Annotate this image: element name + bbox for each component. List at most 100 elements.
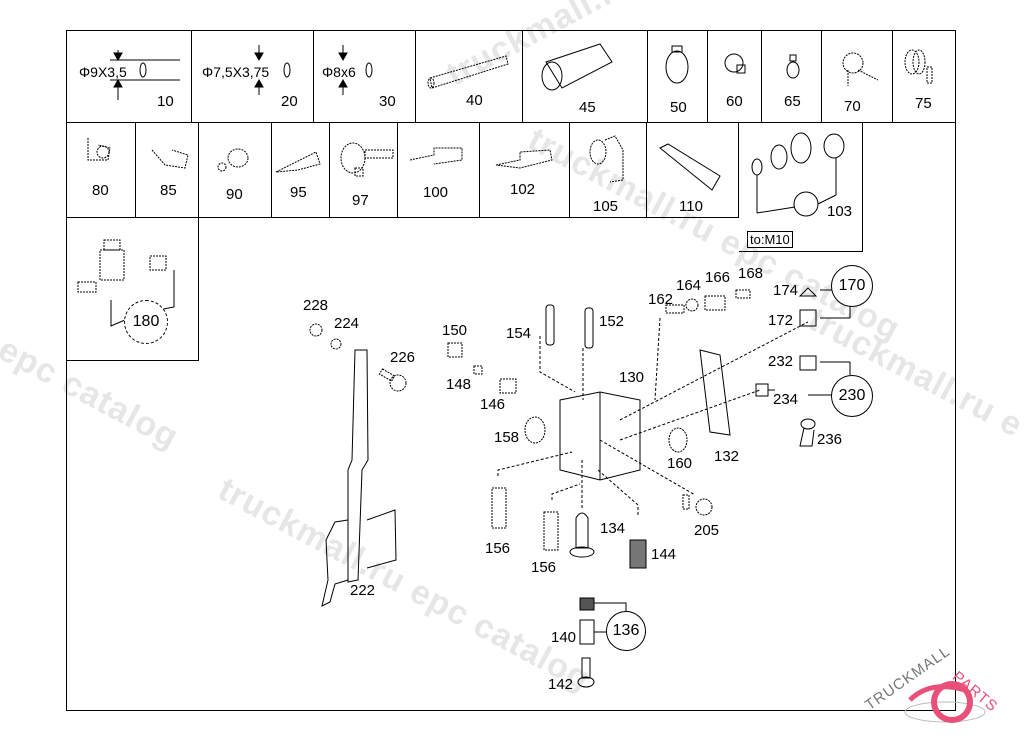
sleeve-icon bbox=[541, 43, 613, 91]
part-cell-40[interactable]: 40 bbox=[416, 30, 523, 123]
part-number: 70 bbox=[844, 98, 861, 115]
part-label[interactable]: 222 bbox=[350, 582, 376, 599]
part-label[interactable]: 140 bbox=[551, 629, 577, 646]
connector-icon bbox=[340, 142, 394, 177]
tube-icon bbox=[659, 143, 721, 191]
clip-icon bbox=[724, 53, 746, 74]
part-label[interactable]: 205 bbox=[694, 522, 720, 539]
part-number: 102 bbox=[510, 181, 536, 198]
bolt-icon bbox=[682, 494, 713, 516]
part-cell-97[interactable]: 97 bbox=[330, 123, 398, 218]
part-label[interactable]: 134 bbox=[600, 520, 626, 537]
spec-label: Φ8x6 bbox=[322, 64, 356, 80]
tube-icon bbox=[427, 55, 509, 89]
part-label[interactable]: 164 bbox=[676, 277, 702, 294]
part-number: 50 bbox=[670, 99, 687, 116]
part-number: 20 bbox=[281, 93, 298, 110]
gasket-icon bbox=[699, 349, 731, 436]
part-cell-110[interactable]: 110 bbox=[647, 123, 739, 218]
part-label[interactable]: 166 bbox=[705, 269, 731, 286]
part-label[interactable]: 152 bbox=[599, 313, 625, 330]
part-label[interactable]: 144 bbox=[651, 546, 677, 563]
fitting-icon bbox=[665, 289, 751, 314]
nut-icon bbox=[447, 342, 517, 394]
part-cell-95[interactable]: 95 bbox=[272, 123, 330, 218]
clamp-icon bbox=[665, 45, 689, 84]
connector-icon bbox=[495, 149, 553, 169]
part-label[interactable]: 162 bbox=[648, 291, 674, 308]
part-cell-80[interactable]: 80 bbox=[66, 123, 136, 218]
part-label[interactable]: 174 bbox=[773, 282, 799, 299]
part-cell-180[interactable] bbox=[66, 218, 199, 361]
part-label[interactable]: 146 bbox=[480, 396, 506, 413]
brand-logo bbox=[904, 681, 986, 723]
part-number: 105 bbox=[593, 198, 619, 215]
connector-icon bbox=[87, 138, 111, 161]
part-label[interactable]: 130 bbox=[619, 369, 645, 386]
connector-icon bbox=[409, 147, 463, 165]
part-cell-45[interactable]: 45 bbox=[523, 30, 648, 123]
part-cell-100[interactable]: 100 bbox=[398, 123, 480, 218]
sensor-icon bbox=[491, 487, 559, 551]
part-label[interactable]: 160 bbox=[667, 455, 693, 472]
ring-icon bbox=[524, 416, 688, 453]
part-cell-103[interactable]: 103 to:M10 bbox=[739, 123, 863, 252]
part-label[interactable]: 168 bbox=[738, 265, 764, 282]
part-label[interactable]: 156 bbox=[531, 559, 557, 576]
part-number: 75 bbox=[915, 95, 932, 112]
part-cell-105[interactable]: 105 bbox=[570, 123, 647, 218]
part-cell-70[interactable]: 70 bbox=[822, 30, 893, 123]
seal-kit-icon bbox=[751, 132, 845, 217]
valve-block-icon bbox=[545, 304, 641, 481]
part-cell-30[interactable]: Φ8x6 30 bbox=[314, 30, 416, 123]
part-label[interactable]: 156 bbox=[485, 540, 511, 557]
connector-icon bbox=[275, 151, 321, 173]
part-label[interactable]: 234 bbox=[773, 391, 799, 408]
part-cell-75[interactable]: 75 bbox=[893, 30, 956, 123]
part-cell-102[interactable]: 102 bbox=[480, 123, 570, 218]
part-label[interactable]: 172 bbox=[768, 312, 794, 329]
part-label[interactable]: 154 bbox=[506, 325, 532, 342]
part-label[interactable]: 142 bbox=[548, 676, 574, 693]
part-cell-50[interactable]: 50 bbox=[648, 30, 708, 123]
part-label[interactable]: 132 bbox=[714, 448, 740, 465]
clamp-icon bbox=[217, 148, 249, 172]
part-label[interactable]: 226 bbox=[390, 349, 416, 366]
part-number: 30 bbox=[379, 93, 396, 110]
part-cell-90[interactable]: 90 bbox=[199, 123, 272, 218]
valve-icon bbox=[77, 239, 167, 293]
callout-circle-136[interactable]: 136 bbox=[606, 611, 646, 651]
bolt-icon bbox=[378, 368, 407, 392]
part-label[interactable]: 224 bbox=[334, 315, 360, 332]
part-label[interactable]: 232 bbox=[768, 353, 794, 370]
clip-icon bbox=[786, 54, 800, 79]
callout-circle-170[interactable]: 170 bbox=[831, 265, 873, 307]
part-label[interactable]: 228 bbox=[303, 297, 329, 314]
part-cell-60[interactable]: 60 bbox=[708, 30, 762, 123]
part-number: 100 bbox=[423, 184, 449, 201]
strainer-icon bbox=[577, 597, 627, 688]
part-number: 85 bbox=[160, 182, 177, 199]
part-label[interactable]: 150 bbox=[442, 322, 468, 339]
part-cell-20[interactable]: Φ7,5X3,75 20 bbox=[192, 30, 314, 123]
connector-icon bbox=[151, 149, 189, 169]
part-label[interactable]: 148 bbox=[446, 376, 472, 393]
spec-label: Φ7,5X3,75 bbox=[202, 64, 270, 80]
hose-icon bbox=[338, 45, 373, 95]
part-label[interactable]: 158 bbox=[494, 429, 520, 446]
filter-icon bbox=[569, 512, 647, 569]
part-number: 40 bbox=[466, 92, 483, 109]
part-cell-65[interactable]: 65 bbox=[762, 30, 822, 123]
part-label[interactable]: 236 bbox=[817, 431, 843, 448]
connector-symbol bbox=[755, 287, 851, 447]
part-number: 103 bbox=[827, 203, 853, 220]
part-cell-10[interactable]: Φ9X3,5 10 bbox=[66, 30, 192, 123]
leader-line bbox=[619, 317, 809, 441]
elbow-connector-icon bbox=[842, 52, 879, 86]
part-cell-85[interactable]: 85 bbox=[136, 123, 199, 218]
leader-line bbox=[497, 336, 696, 515]
callout-circle-180[interactable]: 180 bbox=[124, 300, 168, 344]
part-number: 180 bbox=[132, 313, 160, 330]
callout-circle-230[interactable]: 230 bbox=[831, 375, 873, 417]
